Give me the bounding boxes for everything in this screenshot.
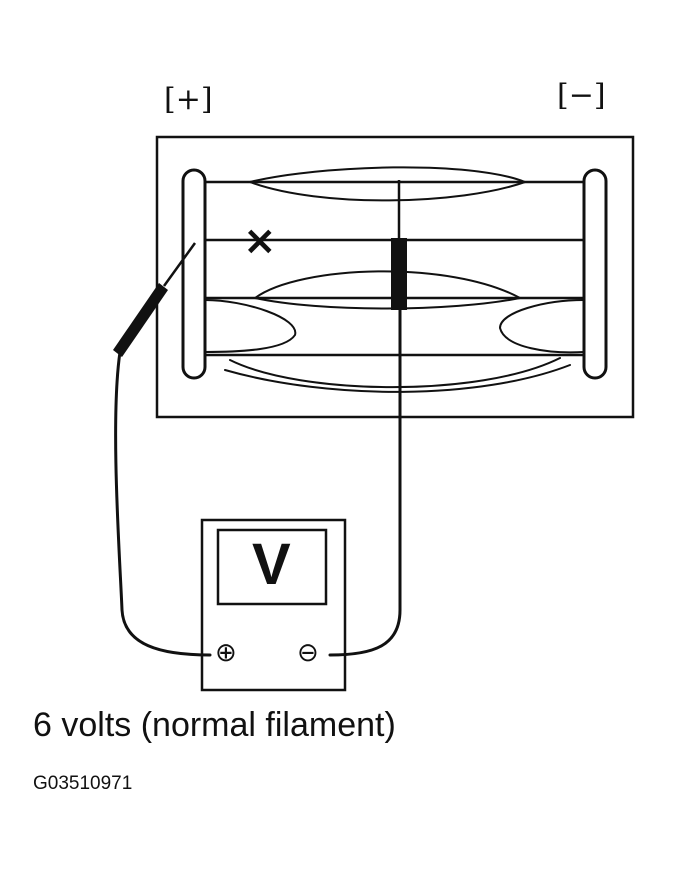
equipotential-curve-top <box>246 166 528 202</box>
negative-jack-icon: ⊖ <box>297 638 319 668</box>
voltmeter-body <box>200 518 347 692</box>
positive-bus-bar <box>181 168 207 380</box>
equipotential-curve-mid <box>252 270 523 310</box>
voltmeter-display <box>216 528 328 606</box>
positive-jack-icon: ⊕ <box>215 638 237 668</box>
negative-terminal-label: [−] <box>557 78 606 113</box>
negative-lead-wire <box>328 306 402 657</box>
positive-probe <box>113 242 197 357</box>
figure-code: G03510971 <box>33 773 133 794</box>
positive-terminal-label: [+] <box>164 82 213 117</box>
test-result-caption: 6 volts (normal filament) <box>33 706 396 744</box>
window-glass-outline <box>155 135 635 419</box>
positive-lead-wire <box>114 350 212 657</box>
equipotential-curve-bottom <box>229 357 561 389</box>
equipotential-curve-bottom-2 <box>224 364 571 393</box>
equipotential-curve-right <box>498 299 585 354</box>
voltmeter-display-label: V <box>252 532 291 597</box>
equipotential-curve-left <box>204 299 297 353</box>
broken-filament-mark-icon: × <box>243 218 277 264</box>
negative-bus-bar <box>582 168 608 380</box>
negative-probe <box>391 180 407 310</box>
